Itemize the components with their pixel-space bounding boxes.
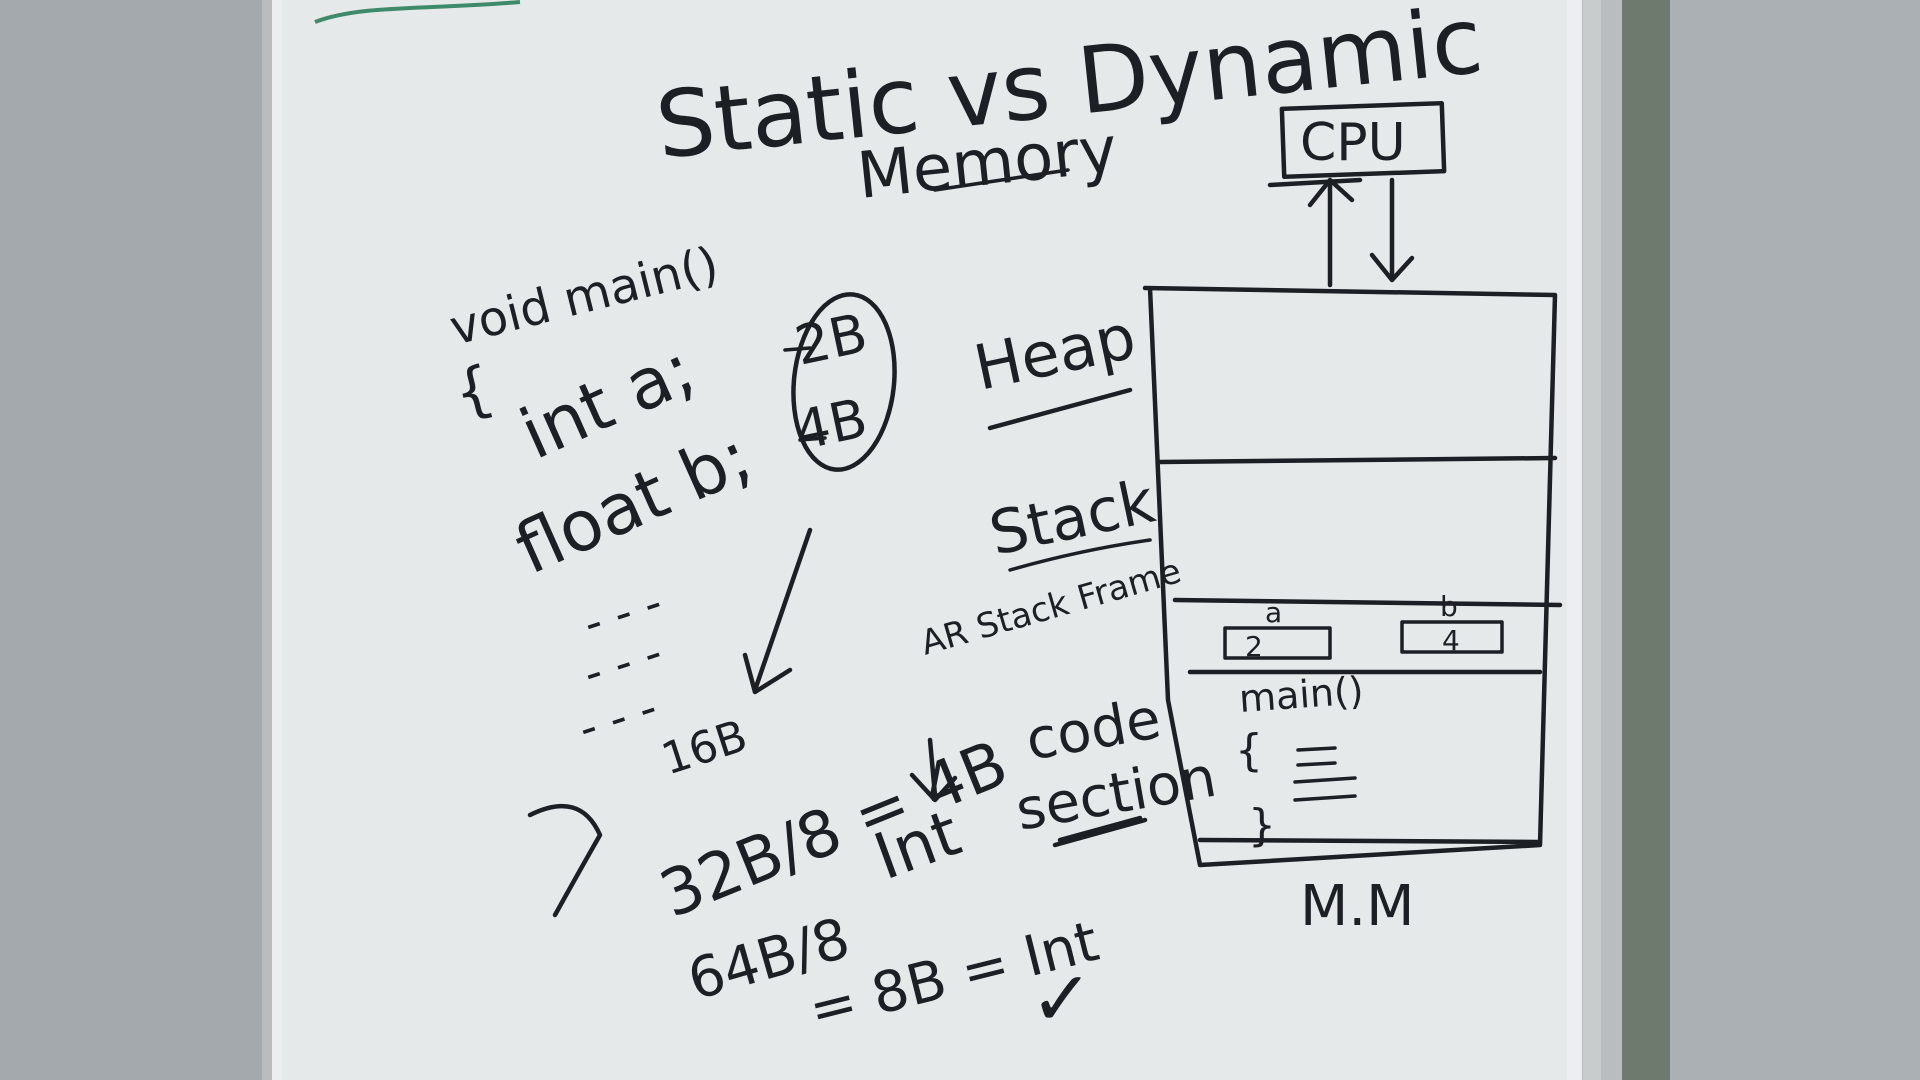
memory-label: M.M	[1300, 874, 1414, 939]
code-box-close: }	[1248, 800, 1276, 851]
code-box-line4	[1293, 794, 1357, 802]
cpu-underline	[1267, 177, 1363, 188]
code-box-line3	[1293, 776, 1357, 784]
math-arrow-head	[909, 772, 958, 803]
memory-outline	[1142, 285, 1558, 868]
size-a-dash	[783, 346, 812, 352]
stack-cell-b	[1400, 620, 1504, 654]
memory-bottom-line	[1197, 837, 1541, 845]
stack-underline	[1008, 538, 1152, 572]
stack-cell-a	[1223, 626, 1332, 660]
arrow-up-head	[1307, 177, 1355, 208]
stack-cell-b-name: b	[1440, 590, 1458, 623]
math-check: ✓	[1030, 954, 1094, 1043]
size-ellipse	[791, 292, 897, 472]
code-size-a: 2B	[790, 301, 873, 377]
math-arrow-line	[927, 737, 938, 798]
title-underline	[933, 168, 1070, 192]
stack-cell-a-value: 2	[1245, 630, 1263, 663]
code-size-b: 4B	[790, 386, 873, 462]
stack-cell-a-name: a	[1265, 596, 1282, 629]
code-box-line1	[1296, 746, 1337, 752]
code-box-open: {	[1235, 725, 1263, 776]
code-section-underline	[1052, 815, 1148, 848]
memory-divider-heap	[1157, 455, 1558, 465]
closing-brace	[527, 803, 603, 918]
code-box-fn: main()	[1238, 668, 1365, 721]
cpu-label: CPU	[1300, 113, 1406, 173]
big-arrow-head	[742, 652, 793, 695]
heap-underline	[987, 387, 1133, 431]
big-arrow-line	[752, 527, 813, 693]
memory-divider-stack	[1172, 597, 1563, 608]
green-scribble	[314, 0, 521, 24]
code-box-line2	[1296, 761, 1337, 767]
size-b-dash	[798, 436, 827, 442]
arrow-down-head	[1369, 252, 1415, 283]
cpu-box	[1279, 100, 1447, 180]
stack-cell-b-value: 4	[1442, 624, 1460, 657]
